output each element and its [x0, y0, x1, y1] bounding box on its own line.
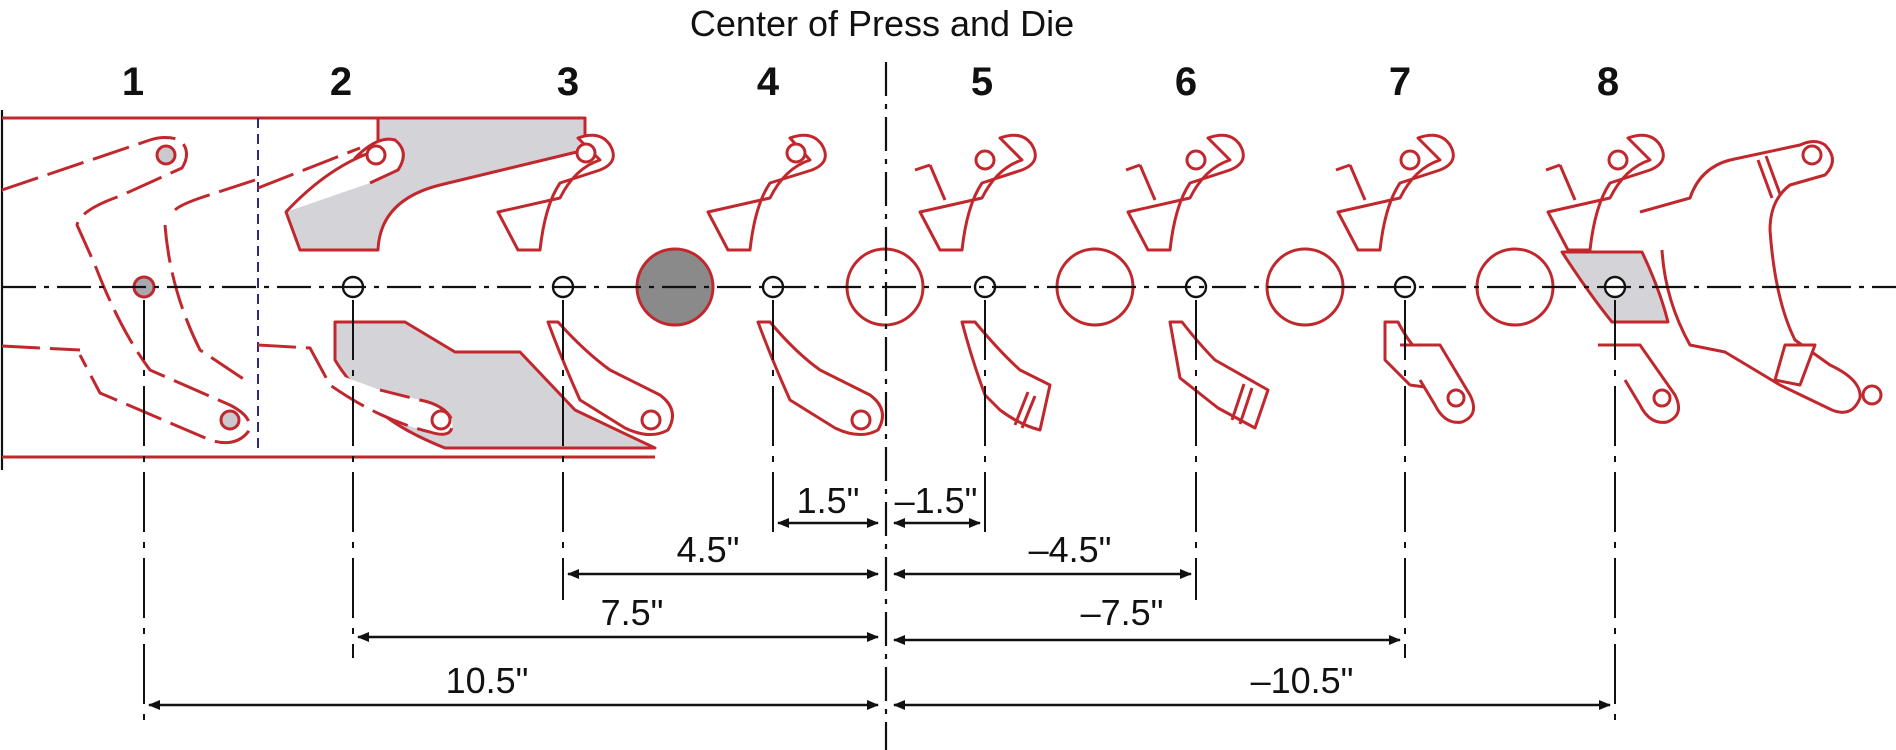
dimension-label: –4.5" [1029, 529, 1112, 570]
station-number: 6 [1175, 60, 1197, 104]
part-station-2 [257, 137, 454, 436]
part-station-1 [1, 136, 256, 445]
part-station-6 [1125, 133, 1270, 430]
part-station-4 [706, 133, 884, 436]
finished-part [1639, 140, 1883, 414]
station-number: 4 [757, 60, 780, 104]
dimension-label: 1.5" [797, 480, 860, 521]
station-number: 1 [122, 60, 144, 104]
station-number: 5 [971, 60, 993, 104]
diagram-title: Center of Press and Die [690, 3, 1074, 44]
dimension-label: 7.5" [601, 592, 664, 633]
part-station-5 [914, 133, 1052, 432]
station-number: 3 [557, 60, 579, 104]
dimension-label: 10.5" [446, 660, 529, 701]
dimension-label: –1.5" [895, 480, 978, 521]
dimension-label: –7.5" [1081, 592, 1164, 633]
part-station-8 [1545, 133, 1681, 424]
station-number: 7 [1389, 60, 1411, 104]
station-number: 8 [1597, 60, 1619, 104]
dimension-label: 4.5" [677, 529, 740, 570]
station-number: 2 [330, 60, 352, 104]
dimension-label: –10.5" [1251, 660, 1354, 701]
part-station-7 [1335, 133, 1476, 424]
